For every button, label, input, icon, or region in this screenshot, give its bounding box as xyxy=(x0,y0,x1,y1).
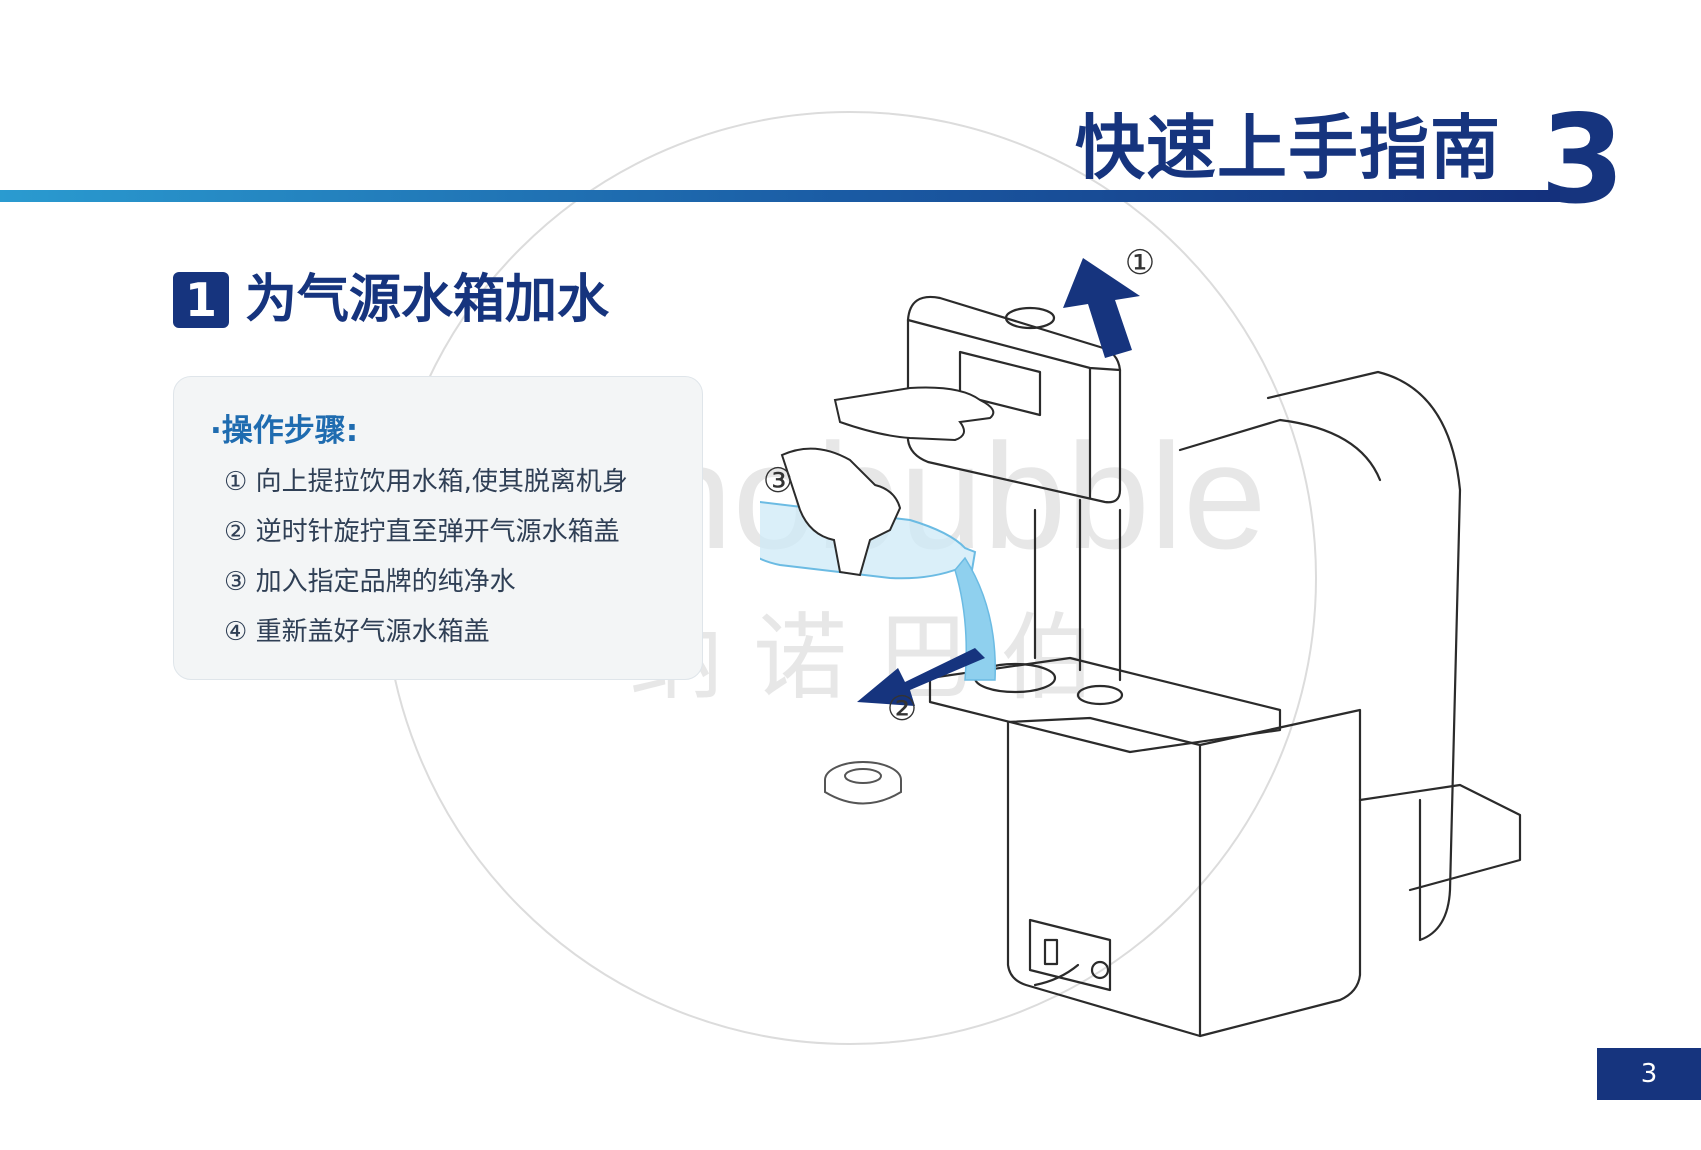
section-title: 为气源水箱加水 xyxy=(245,270,610,330)
tank-cap xyxy=(1004,306,1056,330)
step-number-badge: 1 xyxy=(173,272,229,328)
drinking-tank xyxy=(906,295,1122,504)
rear-frame xyxy=(1266,370,1462,942)
power-switch-icon xyxy=(1043,938,1059,966)
section-header: 1 为气源水箱加水 xyxy=(173,270,609,330)
center-column xyxy=(1033,498,1122,682)
step-item-1: ① 向上提拉饮用水箱,使其脱离机身 xyxy=(224,467,628,497)
callout-add-water: ③ xyxy=(763,461,793,501)
hand-pouring xyxy=(780,447,902,577)
lift-arrow-icon xyxy=(1063,258,1140,358)
step-item-3: ③ 加入指定品牌的纯净水 xyxy=(224,567,516,597)
power-port-icon xyxy=(1090,960,1110,980)
page-number: 3 xyxy=(1597,1048,1701,1100)
step-item-2: ② 逆时针旋拧直至弹开气源水箱盖 xyxy=(224,517,620,547)
hand-lifting-tank xyxy=(833,386,995,442)
header-rule xyxy=(0,190,1560,202)
steps-list: ① 向上提拉饮用水箱,使其脱离机身 ② 逆时针旋拧直至弹开气源水箱盖 ③ 加入指… xyxy=(224,457,628,657)
step-item-4: ④ 重新盖好气源水箱盖 xyxy=(224,617,490,647)
switch-panel xyxy=(1028,918,1112,992)
base-step xyxy=(1358,783,1522,892)
callout-unscrew: ② xyxy=(887,689,917,729)
guide-number: 3 xyxy=(1540,89,1625,231)
side-opening xyxy=(1076,684,1124,706)
callout-lift: ① xyxy=(1125,243,1155,283)
guide-title: 快速上手指南 xyxy=(1075,107,1501,189)
lower-cabinet-side xyxy=(1198,708,1362,1038)
removed-tank-cap xyxy=(824,761,902,805)
tank-handle xyxy=(958,350,1042,417)
steps-heading: ·操作步骤: xyxy=(210,413,359,449)
machine-illustration: ① ② ③ xyxy=(760,243,1522,1038)
middle-shelf xyxy=(928,656,1282,754)
rear-frame-inner xyxy=(1178,418,1382,482)
steps-card: ·操作步骤: ① 向上提拉饮用水箱,使其脱离机身 ② 逆时针旋拧直至弹开气源水箱… xyxy=(173,376,703,680)
remove-cap-arrow-icon xyxy=(857,648,985,706)
power-cable xyxy=(1033,963,1080,987)
drinking-tank-top xyxy=(906,318,1122,500)
lower-cabinet xyxy=(1006,716,1202,1038)
